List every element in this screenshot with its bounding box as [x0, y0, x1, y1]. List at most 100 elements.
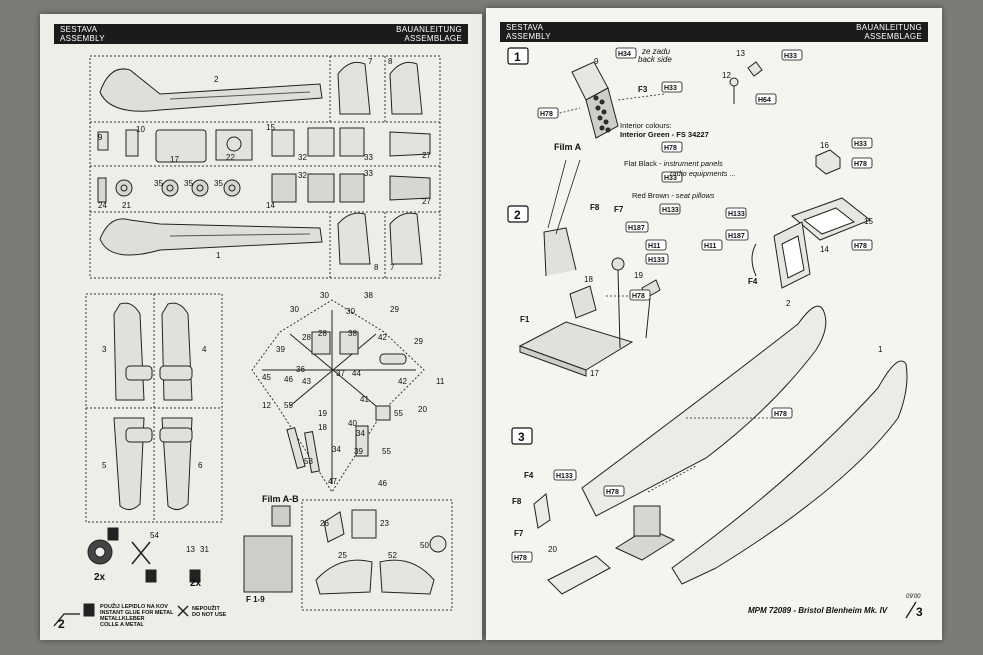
wheels-row — [97, 173, 431, 203]
code-h33: H33 — [784, 53, 797, 60]
left-header-left: SESTAVA ASSEMBLY — [60, 25, 105, 43]
header-assembly: ASSEMBLY — [506, 32, 551, 41]
canopy-parts — [315, 509, 447, 595]
part-label: 50 — [420, 541, 429, 550]
part-label: 5 — [102, 461, 107, 470]
wing-panels — [113, 302, 193, 510]
flat-black-name: Flat Black — [624, 159, 657, 168]
footer-code: 09'00 — [906, 594, 921, 600]
part-19: 19 — [634, 271, 643, 280]
part-label: 38 — [364, 291, 373, 300]
part-label: 19 — [318, 409, 327, 418]
part-label: 1 — [216, 251, 221, 260]
left-part-numbers: 2 7 8 9 10 17 22 15 32 33 27 24 21 35 35… — [94, 57, 445, 604]
code-h33: H33 — [664, 85, 677, 92]
part-label: 35 — [154, 179, 163, 188]
part-label: 55 — [382, 447, 391, 456]
tail-fins — [337, 61, 423, 265]
header-assemblage: ASSEMBLAGE — [404, 34, 462, 43]
paint-codes: H34 H33 H78 H33 H64 H78 H33 H133 H33 H78… — [514, 51, 867, 562]
part-label: 38 — [348, 329, 357, 338]
part-label: 44 — [352, 369, 361, 378]
part-label: 47 — [328, 477, 337, 486]
footer-title: MPM 72089 - Bristol Blenheim Mk. IV — [748, 606, 888, 615]
part-label: 32 — [298, 171, 307, 180]
page-number-2: 2 — [58, 617, 65, 631]
legend-text: POUŽIJ LEPIDLO NA KOV INSTANT GLUE FOR M… — [100, 602, 227, 628]
photo-etch-fret — [243, 505, 293, 593]
part-2: 2 — [786, 299, 791, 308]
left-instruction-page: SESTAVA ASSEMBLY BAUANLEITUNG ASSEMBLAGE — [40, 14, 482, 640]
part-18: 18 — [584, 275, 593, 284]
code-h78: H78 — [854, 161, 867, 168]
fret-f19-label: F 1-9 — [246, 595, 265, 604]
star-sprue-parts — [262, 310, 416, 484]
header-assemblage: ASSEMBLAGE — [864, 32, 922, 41]
red-brown-name: Red Brown — [632, 191, 669, 200]
part-label: 11 — [436, 377, 445, 386]
interior-colours-block: Interior colours: Interior Green - FS 34… — [620, 121, 736, 200]
header-bauanleitung: BAUANLEITUNG — [396, 25, 462, 34]
step-box-3 — [511, 427, 533, 445]
red-brown-desc: - seat pillows — [669, 191, 715, 200]
part-label: 30 — [346, 307, 355, 316]
code-h78: H78 — [514, 555, 527, 562]
label-f1: F1 — [520, 315, 530, 324]
part-label: 35 — [214, 179, 223, 188]
glue-en: INSTANT GLUE FOR METAL — [100, 610, 174, 616]
part-16: 16 — [820, 141, 829, 150]
part-label: 6 — [198, 461, 203, 470]
part-12: 12 — [722, 71, 731, 80]
code-h133: H133 — [728, 211, 745, 218]
part-label: 15 — [266, 123, 275, 132]
left-page-drawing: 2 7 8 9 10 17 22 15 32 33 27 24 21 35 35… — [53, 55, 453, 631]
part-label: 55 — [394, 409, 403, 418]
part-label: 22 — [226, 153, 235, 162]
step-box-1 — [507, 47, 529, 65]
part-label: 30 — [290, 305, 299, 314]
part-label: 32 — [298, 153, 307, 162]
nouse-en: DO NOT USE — [192, 612, 227, 618]
code-h133: H133 — [648, 257, 665, 264]
cockpit-floor — [518, 227, 661, 377]
part-label: 33 — [364, 153, 373, 162]
code-h78: H78 — [774, 411, 787, 418]
code-h11: H11 — [704, 243, 717, 250]
part-label: 40 — [348, 419, 357, 428]
label-f4: F4 — [748, 277, 758, 286]
part-label: 27 — [422, 151, 431, 160]
right-header-left: SESTAVA ASSEMBLY — [506, 23, 551, 41]
glue-cz: POUŽIJ LEPIDLO NA KOV — [100, 602, 168, 610]
code-h187: H187 — [628, 225, 645, 232]
step-number: 1 — [514, 50, 521, 64]
part-label: 34 — [356, 429, 365, 438]
sprue-frame-canopy — [301, 499, 453, 611]
code-h78: H78 — [854, 243, 867, 250]
label-f8: F8 — [590, 203, 600, 212]
interior-title: Interior colours: — [620, 121, 672, 130]
part-15: 15 — [864, 217, 873, 226]
part-label: 54 — [150, 531, 159, 540]
film-ab-label: Film A-B — [262, 494, 299, 504]
part-label: 33 — [364, 169, 373, 178]
code-h34: H34 — [618, 51, 631, 58]
right-footer: 09'00 MPM 72089 - Bristol Blenheim Mk. I… — [748, 594, 923, 619]
part-label: 36 — [296, 365, 305, 374]
flat-black-desc2: radio equipments ... — [670, 169, 736, 178]
part-label: 7 — [390, 263, 395, 272]
label-f8: F8 — [512, 497, 522, 506]
label-f7: F7 — [614, 205, 624, 214]
part-label: 7 — [368, 57, 373, 66]
part-label: 43 — [302, 377, 311, 386]
code-h187: H187 — [728, 233, 745, 240]
fuselage-half-top — [99, 68, 323, 112]
glue-de: METALLKLEBER — [100, 616, 145, 622]
label-f4: F4 — [524, 471, 534, 480]
part-20: 20 — [548, 545, 557, 554]
part-label: 29 — [390, 305, 399, 314]
part-label: 34 — [332, 445, 341, 454]
part-label: 8 — [374, 263, 379, 272]
step-boxes — [507, 47, 533, 445]
part-label: 41 — [360, 395, 369, 404]
part-label: 28 — [318, 329, 327, 338]
